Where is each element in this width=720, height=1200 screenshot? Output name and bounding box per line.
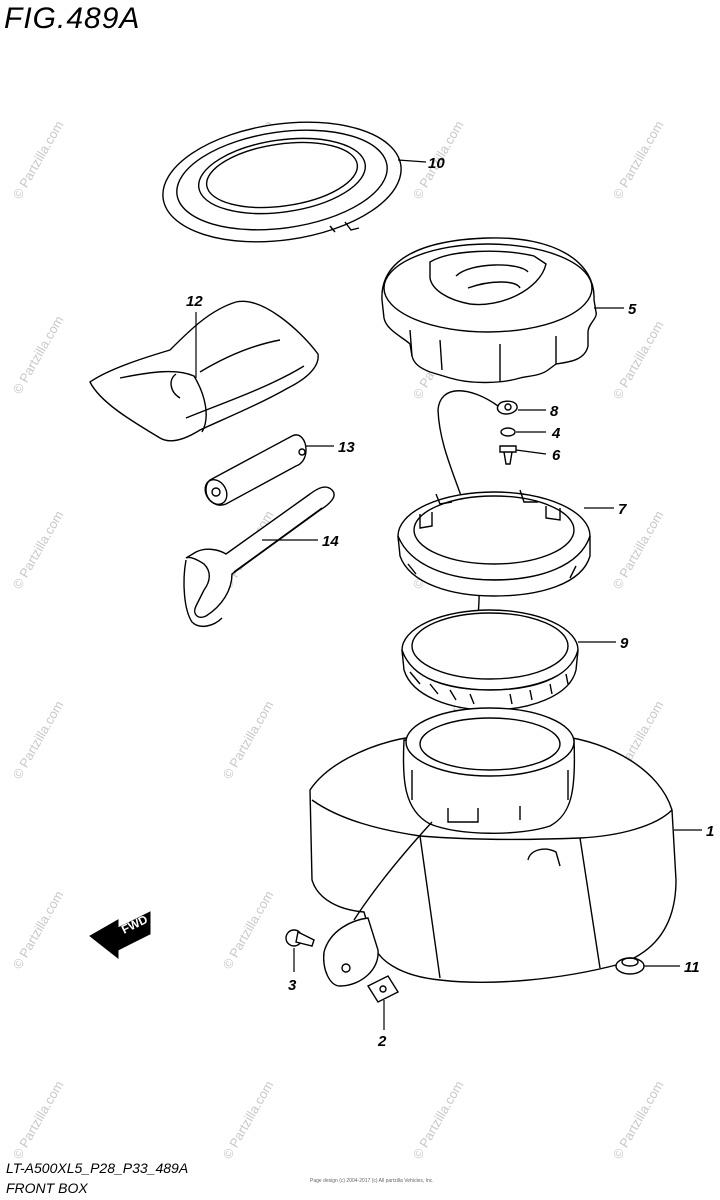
callout-6: 6 <box>552 447 561 464</box>
watermark: © Partzilla.com <box>10 888 67 971</box>
part-14-wrench[interactable] <box>183 486 335 628</box>
part-8-terminal[interactable] <box>496 400 518 415</box>
callout-9: 9 <box>620 635 629 652</box>
callout-7: 7 <box>618 501 627 518</box>
part-9-lock-ring[interactable] <box>401 609 579 711</box>
part-12-pouch[interactable] <box>89 300 319 442</box>
figure-code: LT-A500XL5_P28_P33_489A <box>6 1160 189 1176</box>
watermark: © Partzilla.com <box>10 1078 67 1161</box>
part-7-ring[interactable] <box>397 489 591 597</box>
callout-4: 4 <box>551 425 561 442</box>
callout-13: 13 <box>338 439 355 456</box>
callout-11: 11 <box>684 959 700 976</box>
leader-lines <box>195 159 702 1030</box>
part-2-clip[interactable] <box>366 975 400 1003</box>
callout-1: 1 <box>706 823 714 840</box>
watermark: © Partzilla.com <box>220 698 277 781</box>
callout-5: 5 <box>628 301 637 318</box>
figure-title: FIG.489A <box>4 2 141 35</box>
watermark: © Partzilla.com <box>10 508 67 591</box>
callout-14: 14 <box>322 533 339 550</box>
fwd-arrow-icon: FWD <box>89 911 151 960</box>
part-13-tube[interactable] <box>201 434 307 508</box>
watermark: © Partzilla.com <box>610 118 667 201</box>
watermark: © Partzilla.com <box>10 698 67 781</box>
watermark: © Partzilla.com <box>610 508 667 591</box>
watermark: © Partzilla.com <box>10 118 67 201</box>
part-1-front-box[interactable] <box>309 707 677 987</box>
watermark: © Partzilla.com <box>220 1078 277 1161</box>
callout-3: 3 <box>288 977 297 994</box>
part-11-grommet[interactable] <box>615 957 645 975</box>
callout-2: 2 <box>377 1033 387 1050</box>
callout-12: 12 <box>186 293 203 310</box>
part-10-gasket[interactable] <box>155 108 409 256</box>
copyright-note: Page design (c) 2004-2017 (c) All partzi… <box>310 1178 434 1184</box>
figure-name: FRONT BOX <box>6 1180 88 1196</box>
part-3-screw[interactable] <box>285 929 315 947</box>
part-4-washer[interactable] <box>500 427 516 437</box>
watermark: © Partzilla.com <box>410 1078 467 1161</box>
callout-labels: 10 5 12 8 4 6 13 7 14 9 1 11 3 2 <box>186 155 714 1050</box>
watermark: © Partzilla.com <box>10 313 67 396</box>
watermark: © Partzilla.com <box>610 318 667 401</box>
callout-10: 10 <box>428 155 445 172</box>
watermark: © Partzilla.com <box>610 1078 667 1161</box>
part-5-cap[interactable] <box>381 237 597 384</box>
part-6-screw[interactable] <box>499 445 517 465</box>
watermark: © Partzilla.com <box>220 888 277 971</box>
callout-8: 8 <box>550 403 559 420</box>
